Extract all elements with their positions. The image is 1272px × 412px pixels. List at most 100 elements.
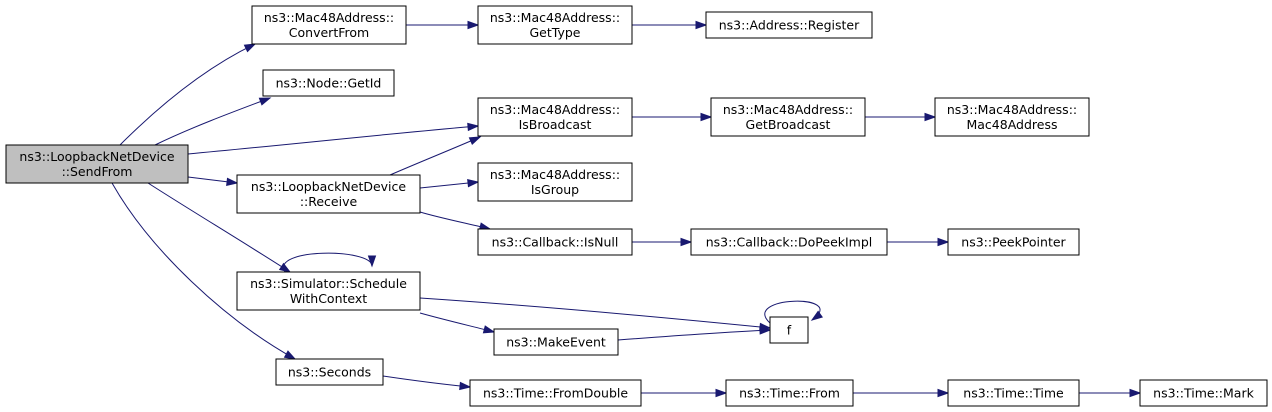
- edge-line: [617, 329, 771, 341]
- node-label-line: ns3::Mac48Address::: [264, 10, 394, 25]
- node-box: [947, 379, 1080, 407]
- node-time-from[interactable]: ns3::Time::From: [725, 379, 854, 407]
- edge-arrowhead: [937, 388, 950, 398]
- edge-arrowhead: [759, 326, 772, 335]
- node-mac48-ctor[interactable]: ns3::Mac48Address::Mac48Address: [934, 97, 1090, 137]
- edge-line: [187, 125, 479, 155]
- edge-schedule_with_context-to-f: [419, 297, 772, 332]
- node-label-line: ns3::Time::From: [739, 386, 840, 401]
- node-label-line: IsGroup: [531, 182, 579, 197]
- node-box: [477, 5, 633, 45]
- node-get-broadcast[interactable]: ns3::Mac48Address::GetBroadcast: [710, 97, 866, 137]
- edge-arrowhead: [468, 136, 482, 146]
- node-is-broadcast[interactable]: ns3::Mac48Address::IsBroadcast: [477, 97, 633, 137]
- node-label-line: ns3::Simulator::Schedule: [250, 276, 407, 291]
- node-callback-is-null[interactable]: ns3::Callback::IsNull: [477, 228, 633, 256]
- node-box: [251, 5, 407, 45]
- edge-time_from-to-time_time: [853, 388, 950, 398]
- node-label-line: GetType: [530, 25, 581, 40]
- node-peek-pointer[interactable]: ns3::PeekPointer: [947, 228, 1080, 256]
- edge-from_double-to-time_from: [641, 388, 728, 398]
- edge-arrowhead: [467, 122, 480, 132]
- node-box: [710, 97, 866, 137]
- edge-line: [283, 252, 373, 273]
- edge-line: [119, 43, 256, 146]
- node-seconds[interactable]: ns3::Seconds: [275, 358, 384, 386]
- edge-arrowhead: [226, 177, 239, 186]
- edge-arrowhead: [715, 388, 728, 398]
- edge-send_from-to-is_broadcast: [187, 122, 480, 155]
- node-f[interactable]: f: [769, 316, 809, 344]
- edge-arrowhead: [695, 20, 708, 30]
- edge-get_broadcast-to-mac48_ctor: [865, 112, 937, 122]
- node-label-line: ns3::MakeEvent: [506, 335, 606, 350]
- edge-line: [382, 375, 471, 388]
- node-label-line: ns3::Mac48Address::: [490, 102, 620, 117]
- edge-arrowhead: [700, 112, 713, 122]
- edge-arrowhead: [680, 237, 693, 247]
- node-box: [934, 97, 1090, 137]
- node-label-line: f: [787, 323, 792, 338]
- node-label-line: ns3::LoopbackNetDevice: [251, 179, 406, 194]
- node-time-time[interactable]: ns3::Time::Time: [947, 379, 1080, 407]
- node-label-line: ::SendFrom: [62, 164, 133, 179]
- node-send-from: ns3::LoopbackNetDevice::SendFrom: [5, 144, 189, 184]
- edge-arrowhead: [1129, 388, 1142, 398]
- edge-seconds-to-from_double: [382, 375, 472, 391]
- edge-line: [419, 297, 771, 329]
- node-box: [275, 358, 384, 386]
- node-do-peek-impl[interactable]: ns3::Callback::DoPeekImpl: [690, 228, 888, 256]
- edge-arrowhead: [258, 97, 272, 106]
- edge-arrowhead: [810, 310, 823, 321]
- edge-get_type-to-address_register: [632, 20, 708, 30]
- node-box: [477, 97, 633, 137]
- node-address-register[interactable]: ns3::Address::Register: [705, 11, 873, 39]
- node-is-group[interactable]: ns3::Mac48Address::IsGroup: [477, 162, 633, 202]
- edge-schedule_with_context-to-schedule_with_context: [283, 252, 377, 273]
- node-box: [705, 11, 873, 39]
- node-label-line: ns3::Time::Time: [963, 386, 1064, 401]
- node-box: [1139, 379, 1268, 407]
- edge-arrowhead: [467, 178, 480, 188]
- edge-line: [111, 182, 296, 360]
- node-get-type[interactable]: ns3::Mac48Address::GetType: [477, 5, 633, 45]
- edge-time_time-to-time_mark: [1079, 388, 1142, 398]
- edge-line: [419, 312, 495, 333]
- edge-schedule_with_context-to-make_event: [419, 312, 496, 334]
- node-label-line: ::Receive: [300, 194, 358, 209]
- node-box: [262, 69, 395, 97]
- edge-line: [147, 182, 291, 273]
- node-receive[interactable]: ns3::LoopbackNetDevice::Receive: [236, 174, 421, 214]
- edge-f-to-f: [764, 300, 823, 324]
- edge-arrowhead: [243, 43, 257, 53]
- node-box: [477, 162, 633, 202]
- edge-line: [154, 97, 271, 146]
- edge-do_peek_impl-to-peek_pointer: [887, 237, 950, 247]
- node-label-line: ns3::Mac48Address::: [723, 102, 853, 117]
- node-box: [493, 328, 619, 356]
- node-label-line: ns3::Mac48Address::: [490, 10, 620, 25]
- edge-send_from-to-convert_from: [119, 43, 257, 146]
- node-time-mark[interactable]: ns3::Time::Mark: [1139, 379, 1268, 407]
- node-box: [236, 174, 421, 214]
- edge-callback_is_null-to-do_peek_impl: [632, 237, 693, 247]
- nodes: ns3::LoopbackNetDevice::SendFromns3::Mac…: [5, 5, 1268, 407]
- edge-arrowhead: [924, 112, 937, 122]
- node-from-double[interactable]: ns3::Time::FromDouble: [469, 379, 642, 407]
- node-box: [5, 144, 189, 184]
- edge-line: [764, 300, 821, 324]
- node-convert-from[interactable]: ns3::Mac48Address::ConvertFrom: [251, 5, 407, 45]
- node-node-get-id[interactable]: ns3::Node::GetId: [262, 69, 395, 97]
- node-label-line: ns3::PeekPointer: [961, 235, 1066, 250]
- edge-receive-to-is_broadcast: [389, 136, 482, 176]
- edge-send_from-to-seconds: [111, 182, 297, 360]
- node-label-line: ns3::Mac48Address::: [490, 167, 620, 182]
- edge-receive-to-is_group: [419, 178, 480, 189]
- edge-arrowhead: [459, 381, 472, 391]
- node-label-line: ns3::Callback::IsNull: [492, 235, 619, 250]
- node-label-line: ConvertFrom: [289, 25, 369, 40]
- node-make-event[interactable]: ns3::MakeEvent: [493, 328, 619, 356]
- node-box: [477, 228, 633, 256]
- node-box: [236, 271, 421, 311]
